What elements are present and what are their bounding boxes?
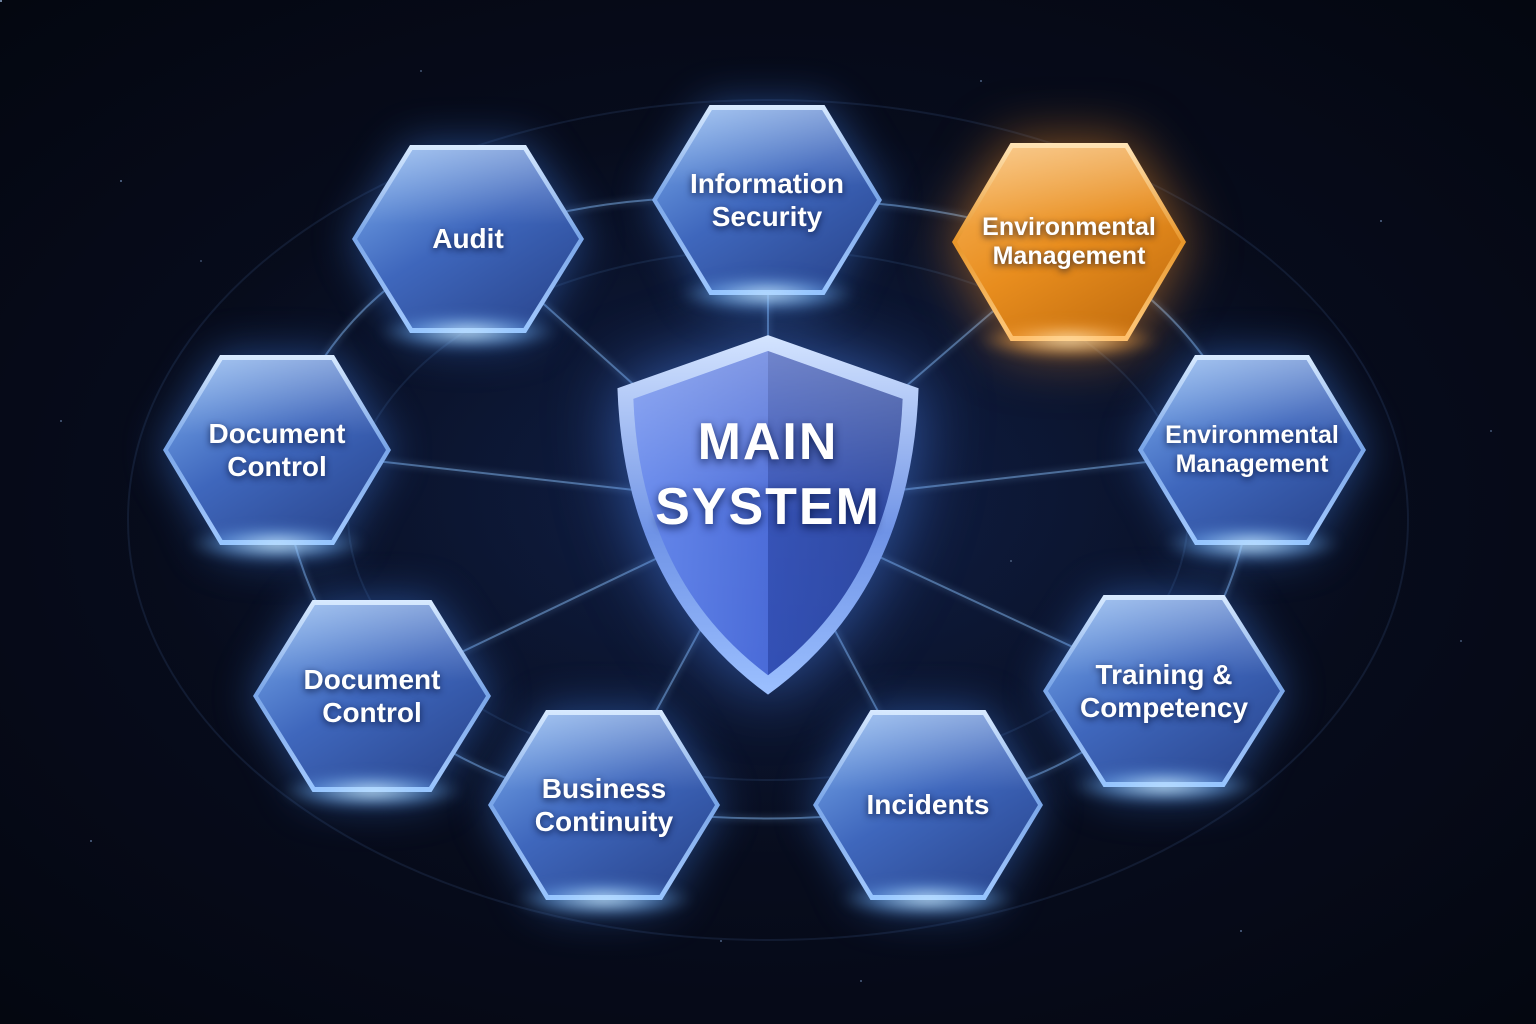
node-label: Audit	[432, 223, 504, 255]
node-glow	[1072, 769, 1256, 803]
main-system-title-line2: SYSTEM	[655, 478, 881, 536]
node-incidents: Incidents	[813, 710, 1043, 916]
node-environmental-management-top: Environmental Management	[952, 143, 1186, 357]
hexagon-fill	[493, 715, 715, 895]
node-glow	[190, 527, 364, 561]
node-document-control-upper: Document Control	[163, 355, 391, 561]
node-information-security: Information Security	[652, 105, 882, 311]
node-glow	[1165, 527, 1339, 561]
main-system-title-line1: MAIN	[697, 413, 839, 471]
main-system-node: MAIN SYSTEM	[578, 328, 958, 700]
node-business-continuity: Business Continuity	[488, 710, 720, 916]
node-glow	[679, 277, 855, 311]
node-label: Training & Competency	[1079, 658, 1249, 723]
node-label: Document Control	[208, 417, 346, 482]
node-audit: Audit	[352, 145, 584, 349]
node-environmental-management-right: Environmental Management	[1138, 355, 1366, 561]
node-training-competency: Training & Competency	[1043, 595, 1285, 803]
node-glow	[840, 882, 1016, 916]
node-label: Environmental Management	[982, 212, 1156, 271]
node-label: Business Continuity	[534, 772, 674, 837]
hexagon-fill	[657, 110, 877, 290]
node-glow	[515, 882, 693, 916]
node-glow	[379, 315, 557, 349]
hexagon-fill	[1143, 360, 1361, 540]
shield-icon	[617, 335, 919, 695]
node-label: Environmental Management	[1165, 420, 1339, 479]
hexagon-fill	[818, 715, 1038, 895]
main-system-title: MAIN SYSTEM	[578, 328, 958, 700]
node-glow	[281, 774, 463, 808]
node-glow	[980, 323, 1158, 357]
node-label: Information Security	[690, 167, 844, 232]
node-document-control-lower: Document Control	[253, 600, 491, 808]
node-label: Incidents	[866, 789, 990, 821]
node-label: Document Control	[303, 663, 441, 728]
